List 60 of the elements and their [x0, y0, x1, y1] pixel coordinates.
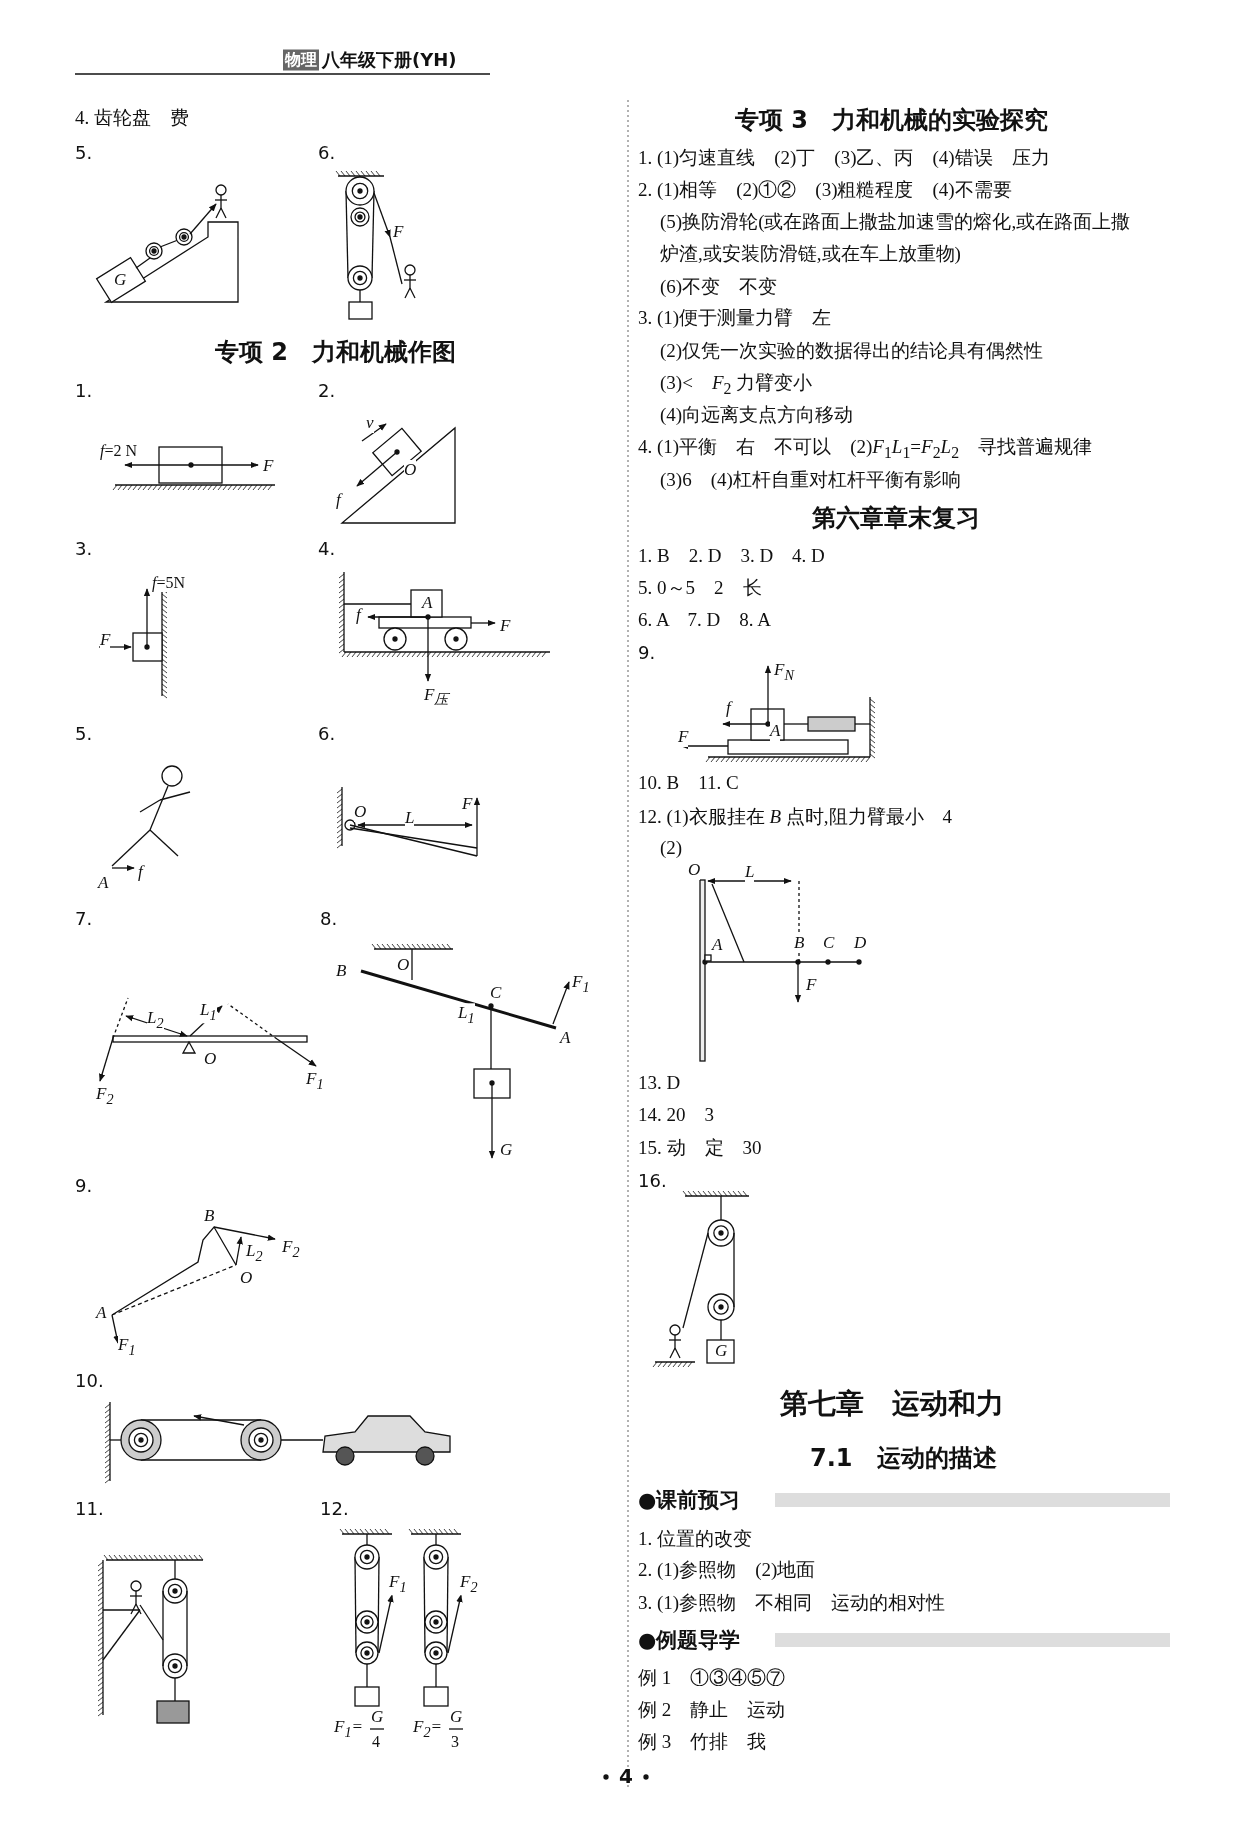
chapter-heading: 第七章 运动和力 [780, 1386, 1004, 1422]
answer-text: 4. 齿轮盘 费 [75, 106, 189, 130]
answer-text: (3)6 (4)杠杆自重对杠杆平衡有影响 [660, 468, 961, 492]
answer-text: 6. A 7. D 8. A [638, 608, 772, 632]
answer-text: (6)不变 不变 [660, 275, 778, 299]
page-number: 4 [619, 1764, 633, 1788]
question-number: 6. [318, 722, 336, 744]
question-number: 4. [318, 537, 336, 559]
question-number: 9. [75, 1174, 93, 1196]
diagram-label: f=2 N [100, 442, 138, 460]
question-number: 6. [318, 141, 336, 163]
section-heading: 专项 2 力和机械作图 [215, 337, 457, 368]
answer-text: 1. 位置的改变 [638, 1527, 752, 1551]
subject-tag: 物理 [283, 49, 319, 71]
answer-text: (4)向远离支点方向移动 [660, 403, 854, 427]
answer-text: 15. 动 定 30 [638, 1136, 762, 1160]
answer-text: 13. D [638, 1072, 681, 1094]
answer-text: 例 1 ①③④⑤⑦ [638, 1666, 786, 1690]
question-number: 1. [75, 379, 93, 401]
answer-text: 4. (1)平衡 右 不可以 (2)F$_{1}$L$_{1}$=F$_{2}$L$_{2}$ 寻找普遍规律 [638, 435, 1093, 462]
answer-text: (3)< F$_{2}$ 力臂变小 [660, 371, 813, 398]
diagram-label: f [336, 490, 341, 510]
question-number: 5. [75, 722, 93, 744]
answer-text: 12. (1)衣服挂在 B 点时,阻力臂最小 4 [638, 805, 952, 829]
answer-text: 1. B 2. D 3. D 4. D [638, 544, 825, 568]
question-number: 2. [318, 379, 336, 401]
question-number: 7. [75, 907, 93, 929]
answer-text: 例 3 竹排 我 [638, 1730, 767, 1754]
diagram-label: f [356, 605, 361, 625]
answer-text: (5)换防滑轮(或在路面上撒盐加速雪的熔化,或在路面上撒炉渣,或安装防滑链,或在车上放重物) [660, 210, 1132, 266]
question-number: 12. [320, 1497, 349, 1519]
answer-text: 例 2 静止 运动 [638, 1698, 786, 1722]
answer-text: 1. (1)匀速直线 (2)丁 (3)乙、丙 (4)错误 压力 [638, 146, 1050, 170]
section-heading: 第六章章末复习 [812, 503, 980, 534]
answer-text: (2) [660, 837, 683, 859]
diagram-label: B [794, 933, 805, 953]
diagram-label: f [726, 698, 731, 718]
answer-text: (2)仅凭一次实验的数据得出的结论具有偶然性 [660, 339, 1044, 363]
question-number: 10. [75, 1369, 104, 1391]
diagram-label: f [138, 862, 143, 882]
section-heading: ●例题导学 [638, 1626, 1170, 1654]
answer-text: 3. (1)参照物 不相同 运动的相对性 [638, 1591, 946, 1615]
diagram-label: A [770, 721, 781, 741]
answer-text: 2. (1)参照物 (2)地面 [638, 1558, 816, 1582]
answer-text: 2. (1)相等 (2)①② (3)粗糙程度 (4)不需要 [638, 178, 1012, 202]
answer-text: 3. (1)便于测量力臂 左 [638, 306, 832, 330]
diagram-label: f=5N [152, 574, 186, 592]
section-heading: 7.1 运动的描述 [810, 1443, 997, 1474]
question-number: 3. [75, 537, 93, 559]
question-number: 9. [638, 641, 656, 663]
question-number: 8. [320, 907, 338, 929]
answer-text: 5. 0～5 2 长 [638, 576, 762, 600]
question-number: 11. [75, 1497, 104, 1519]
answer-text: 14. 20 3 [638, 1103, 714, 1127]
section-heading: 专项 3 力和机械的实验探究 [735, 105, 1049, 136]
book-title: 八年级下册(YH) [322, 48, 457, 72]
answer-text: 10. B 11. C [638, 771, 739, 795]
question-number: 16. [638, 1169, 667, 1191]
question-number: 5. [75, 141, 93, 163]
section-heading: ●课前预习 [638, 1486, 1170, 1514]
